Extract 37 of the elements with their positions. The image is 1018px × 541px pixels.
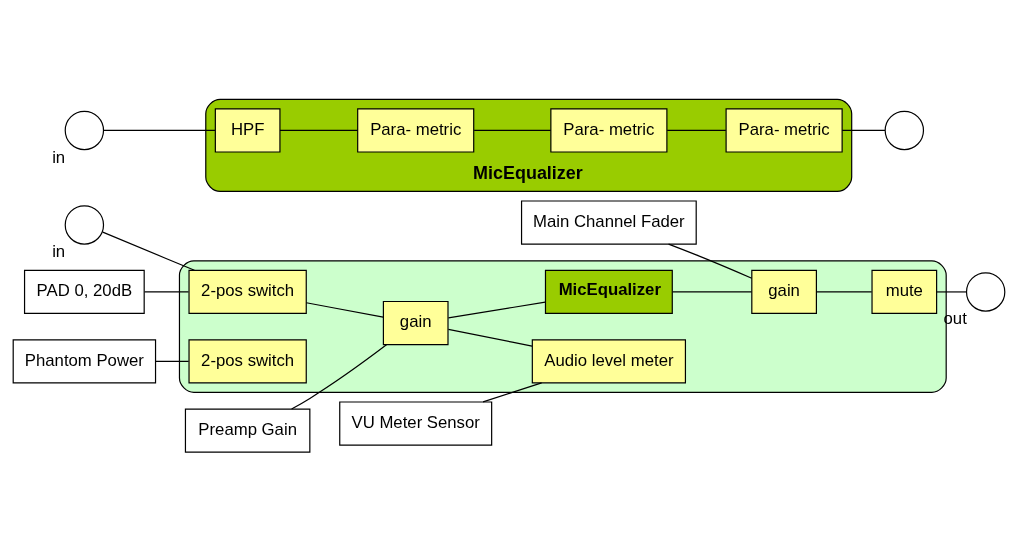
node-box: Main Channel Fader [520,199,697,245]
node-box: Para- metric [725,107,843,153]
node-box: gain [751,269,817,314]
connector [143,290,190,293]
node-box: Preamp Gain [184,408,311,453]
node-box: gain [382,300,449,345]
node-box: Audio level meter [531,338,687,383]
node-box: 2-pos switch [188,269,307,314]
node-label: in [52,241,66,261]
connector [155,360,190,362]
node-box: HPF [214,107,281,153]
node-box: PAD 0, 20dB [23,269,145,314]
node-circle [884,110,925,150]
node-label: in [52,147,66,167]
connector [841,129,886,131]
connector [103,129,216,131]
node-box: Para- metric [550,107,668,153]
connector [936,290,967,293]
node-circle [965,271,1006,312]
node-box: mute [871,269,938,314]
connector [305,301,384,318]
connector [279,129,359,131]
node-box: Para- metric [357,107,475,153]
node-box: MicEqualizer [544,269,673,314]
node-box: 2-pos switch [188,338,307,383]
connector [482,381,543,403]
connector [102,231,196,271]
connector [447,301,546,318]
node-circle [64,204,105,245]
node-box: Phantom Power [12,338,157,383]
node-box: VU Meter Sensor [339,400,493,446]
connector [447,328,533,347]
connector [816,290,873,293]
connector [666,129,727,131]
connector [671,290,753,293]
connector [473,129,552,131]
node-circle [64,110,105,150]
